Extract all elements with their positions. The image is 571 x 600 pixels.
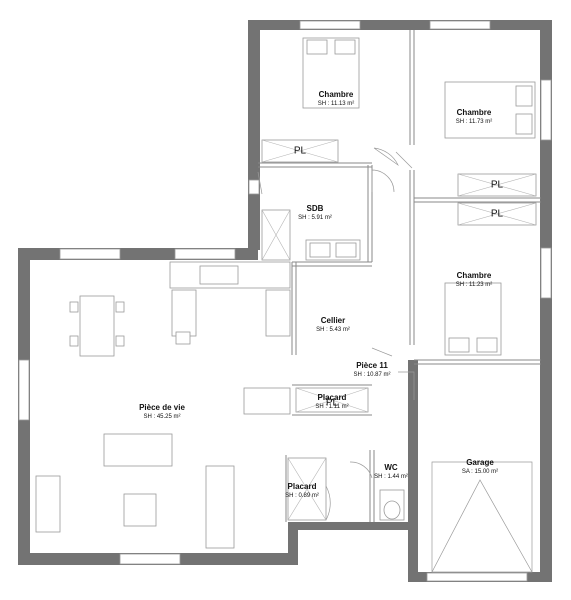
room-area: SH : 11.23 m²: [455, 282, 493, 288]
room-name: Pièce de vie: [139, 403, 185, 412]
room-label-placard-bottom: Placard SH : 0.89 m²: [285, 482, 319, 500]
room-name: WC: [384, 463, 398, 472]
room-name: Placard: [317, 393, 347, 402]
room-name: Placard: [287, 482, 317, 491]
closet-label-nw: PL: [293, 145, 307, 157]
room-name: Cellier: [320, 316, 346, 325]
room-name: Garage: [466, 458, 494, 467]
closets: [261, 139, 537, 521]
room-name: Chambre: [318, 90, 354, 99]
room-area: SH : 1.44 m²: [374, 474, 408, 480]
room-area: SH : 11.73 m²: [455, 119, 493, 125]
closet-label-placard: PL: [325, 397, 339, 409]
room-name: Pièce 11: [356, 361, 388, 370]
bathroom-fixtures: [261, 209, 405, 521]
room-area: SH : 10.87 m²: [353, 372, 391, 378]
room-label-chambre-nw: Chambre SH : 11.13 m²: [318, 90, 355, 108]
beds: [302, 37, 536, 356]
windows: [18, 20, 552, 582]
living-furniture: [35, 295, 235, 549]
room-label-chambre-ne: Chambre SH : 11.73 m²: [456, 108, 493, 126]
room-label-wc: WC SH : 1.44 m²: [374, 463, 408, 481]
room-label-cellier: Cellier SH : 5.43 m²: [316, 316, 350, 334]
room-label-chambre-e: Chambre SH : 11.23 m²: [456, 271, 493, 289]
room-area: SH : 5.43 m²: [316, 327, 350, 333]
room-label-sdb: SDB SH : 5.91 m²: [298, 204, 332, 222]
room-name: SDB: [306, 204, 324, 213]
room-name: Chambre: [456, 108, 492, 117]
interior-walls: [258, 30, 541, 522]
room-area: SA : 15.00 m²: [461, 469, 499, 475]
room-label-garage: Garage SA : 15.00 m²: [462, 458, 498, 476]
room-area: SH : 0.89 m²: [285, 493, 319, 499]
room-name: Chambre: [456, 271, 492, 280]
room-area: SH : 5.91 m²: [298, 215, 332, 221]
room-label-placard-top: Placard SH : 1.11 m²: [315, 393, 348, 411]
closet-label-ne-bottom: PL: [490, 208, 504, 220]
doors: [257, 147, 533, 573]
closet-label-ne-top: PL: [490, 179, 504, 191]
room-area: SH : 11.13 m²: [317, 101, 355, 107]
room-label-piece-de-vie: Pièce de vie SH : 45.25 m²: [139, 403, 185, 421]
kitchen: [169, 261, 291, 415]
room-area: SH : 45.25 m²: [143, 414, 181, 420]
room-label-piece11: Pièce 11 SH : 10.87 m²: [353, 361, 390, 379]
room-area: SH : 1.11 m²: [315, 404, 349, 410]
